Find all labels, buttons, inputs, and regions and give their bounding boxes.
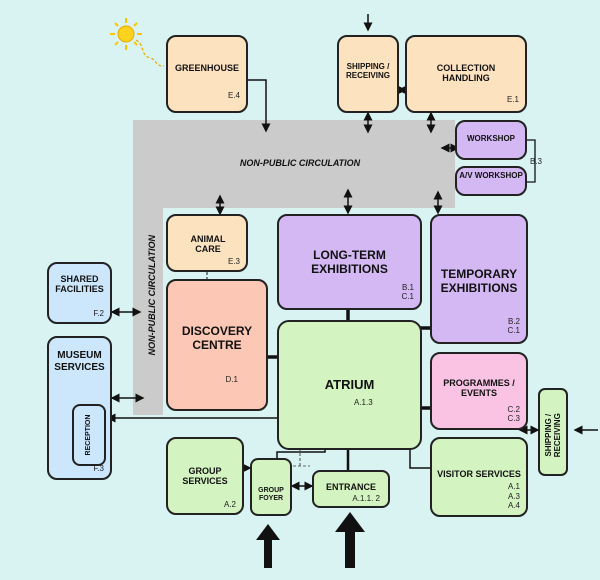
programmes-label: PROGRAMMES / EVENTS bbox=[443, 378, 515, 399]
shipping-right-label: SHIPPING / RECEIVING bbox=[543, 413, 562, 458]
long-term-label: LONG-TERM EXHIBITIONS bbox=[311, 248, 388, 276]
animal-care-room: ANIMAL CARE E.3 bbox=[166, 214, 248, 272]
group-foyer-label: GROUP FOYER bbox=[258, 487, 284, 503]
circulation-vertical-band bbox=[133, 120, 163, 415]
group-services-label: GROUP SERVICES bbox=[182, 466, 228, 487]
atrium-label: ATRIUM bbox=[324, 377, 375, 392]
programmes-events-room: PROGRAMMES / EVENTS C.2 C.3 bbox=[430, 352, 528, 430]
shipping-receiving-top-room: SHIPPING / RECEIVING bbox=[337, 35, 399, 113]
shared-facilities-code: F.2 bbox=[93, 309, 104, 319]
shared-facilities-label: SHARED FACILITIES bbox=[55, 274, 104, 295]
av-workshop-room: A/V WORKSHOP bbox=[455, 166, 527, 196]
visitor-services-code: A.1 A.3 A.4 bbox=[507, 482, 520, 511]
animal-care-label: ANIMAL CARE bbox=[190, 234, 226, 255]
collection-handling-code: E.1 bbox=[506, 95, 519, 105]
entrance-label: ENTRANCE bbox=[325, 482, 376, 492]
atrium-room: ATRIUM A.1.3 bbox=[277, 320, 422, 450]
shipping-top-label: SHIPPING / RECEIVING bbox=[345, 62, 390, 81]
collection-handling-label: COLLECTION HANDLING bbox=[436, 63, 496, 84]
greenhouse-label: GREENHOUSE bbox=[174, 63, 239, 73]
visitor-services-room: VISITOR SERVICES A.1 A.3 A.4 bbox=[430, 437, 528, 517]
discovery-centre-room: DISCOVERY CENTRE D.1 bbox=[166, 279, 268, 411]
programmes-code: C.2 C.3 bbox=[507, 404, 520, 424]
visitor-services-label: VISITOR SERVICES bbox=[437, 469, 521, 479]
av-workshop-label: A/V WORKSHOP bbox=[459, 171, 523, 180]
discovery-label: DISCOVERY CENTRE bbox=[181, 324, 253, 352]
long-term-code: B.1 C.1 bbox=[401, 282, 414, 302]
entrance-room: ENTRANCE A.1.1. 2 bbox=[312, 470, 390, 508]
circulation-horizontal-band bbox=[133, 120, 455, 208]
temporary-exhibitions-room: TEMPORARY EXHIBITIONS B.2 C.1 bbox=[430, 214, 528, 344]
shipping-receiving-right-room: SHIPPING / RECEIVING bbox=[538, 388, 568, 476]
group-services-room: GROUP SERVICES A.2 bbox=[166, 437, 244, 515]
greenhouse-code: E.4 bbox=[227, 91, 240, 101]
collection-handling-room: COLLECTION HANDLING E.1 bbox=[405, 35, 527, 113]
reception-room: RECEPTION bbox=[72, 404, 106, 466]
group-services-code: A.2 bbox=[223, 500, 236, 510]
group-foyer-room: GROUP FOYER bbox=[250, 458, 292, 516]
atrium-code: A.1.3 bbox=[354, 398, 373, 407]
museum-services-label: MUSEUM SERVICES bbox=[54, 350, 105, 373]
discovery-code: D.1 bbox=[225, 375, 238, 385]
long-term-exhibitions-room: LONG-TERM EXHIBITIONS B.1 C.1 bbox=[277, 214, 422, 310]
animal-care-code: E.3 bbox=[227, 257, 240, 267]
workshop-room: WORKSHOP bbox=[455, 120, 527, 160]
workshop-group-code: B.3 bbox=[530, 157, 543, 166]
shared-facilities-room: SHARED FACILITIES F.2 bbox=[47, 262, 112, 324]
temporary-label: TEMPORARY EXHIBITIONS bbox=[440, 267, 518, 295]
workshop-label: WORKSHOP bbox=[467, 134, 515, 143]
temporary-code: B.2 C.1 bbox=[507, 316, 520, 336]
entrance-code: A.1.1. 2 bbox=[352, 494, 380, 504]
greenhouse-room: GREENHOUSE E.4 bbox=[166, 35, 248, 113]
reception-label: RECEPTION bbox=[84, 414, 92, 456]
circulation-horizontal-label: NON-PUBLIC CIRCULATION bbox=[239, 158, 361, 168]
sun-icon bbox=[110, 18, 142, 50]
